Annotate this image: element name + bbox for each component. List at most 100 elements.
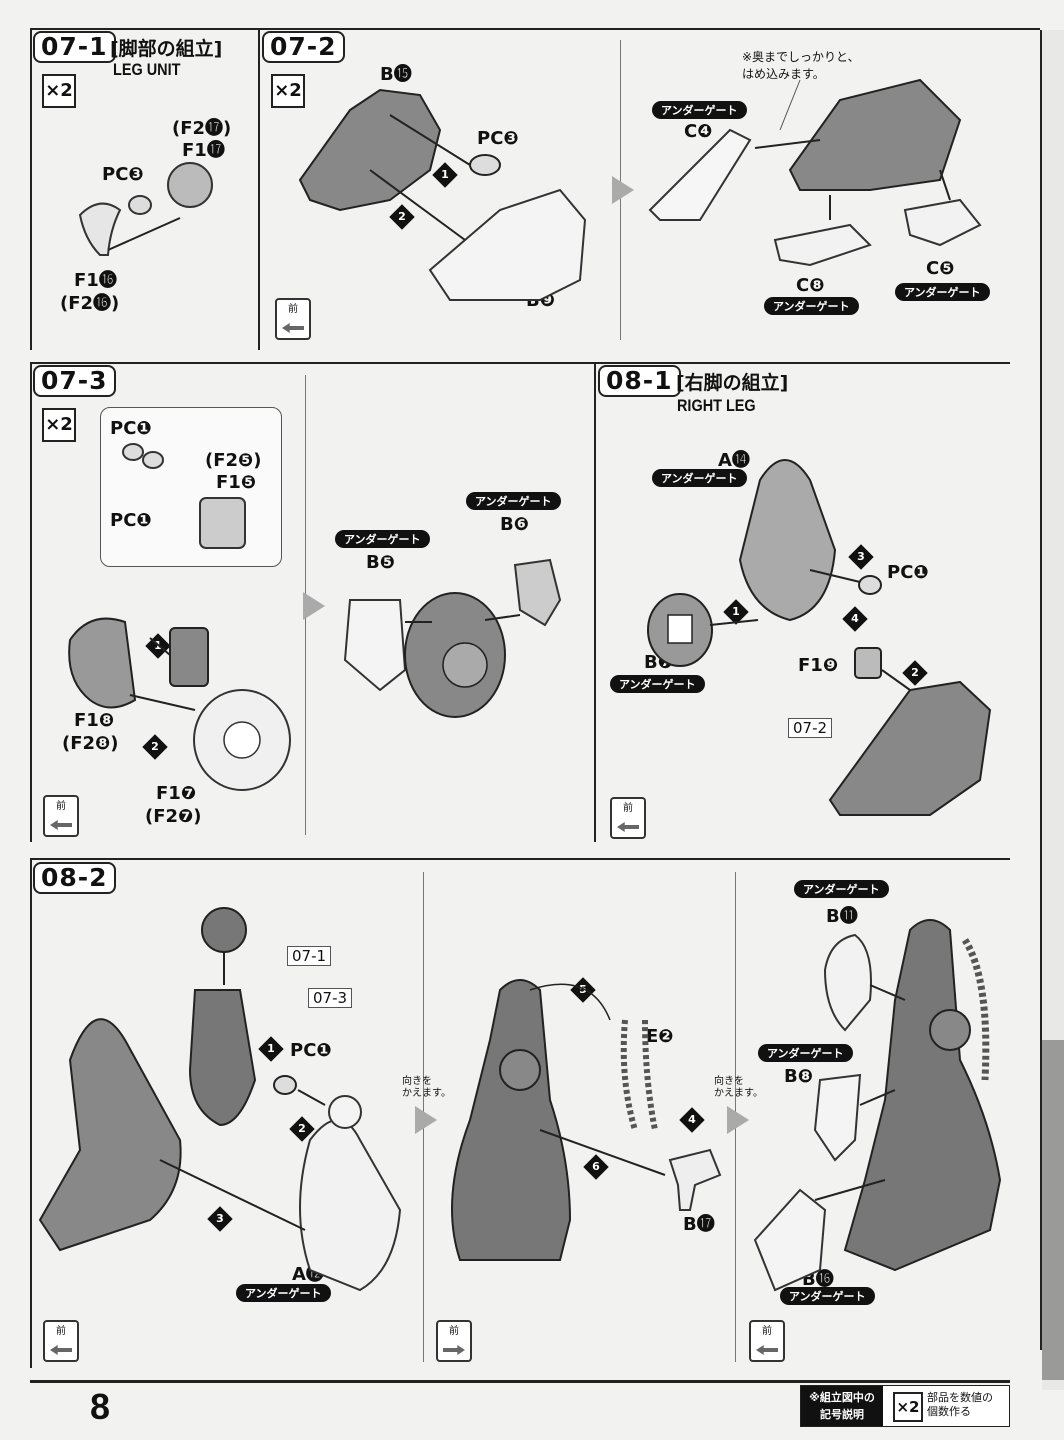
part-b5 [343, 599, 407, 692]
step-title-jp: [右脚の組立] [676, 372, 789, 394]
step-number: 07-2 [262, 31, 345, 63]
label-c4: C❹ [684, 121, 713, 142]
parts-illustration-08-2c [753, 919, 1002, 1292]
part-pc1-b [142, 451, 164, 469]
label-f2-17: (F2⓱) [172, 118, 232, 139]
part-c4 [648, 128, 752, 221]
step-number: 07-1 [33, 31, 116, 63]
parts-illustration-07-2b [648, 78, 982, 267]
step-title-jp: [脚部の組立] [110, 38, 223, 60]
row2-rule [30, 362, 1010, 364]
parts-illustration-08-2b [451, 979, 722, 1261]
label-pc1-b: PC❶ [110, 510, 152, 531]
parts-illustration-07-2a [298, 88, 587, 301]
label-b11: B⓫ [826, 906, 858, 927]
label-f1-7: F1❼ [156, 783, 197, 804]
front-orientation-icon: 前 [610, 797, 646, 839]
parts-illustration-07-3a [68, 443, 291, 791]
under-gate-badge-c4: アンダーゲート [652, 101, 747, 119]
part-pc3 [469, 154, 501, 176]
frame-left-1 [30, 30, 32, 350]
label-e2: E❷ [646, 1026, 674, 1047]
top-rule [30, 28, 1040, 30]
step-number: 07-3 [33, 365, 116, 397]
symbol-legend: ※組立図中の 記号説明 ×2 部品を数値の 個数作る [800, 1385, 1010, 1427]
part-a12 [299, 1119, 402, 1292]
label-c5: C❺ [926, 258, 955, 279]
front-orientation-icon-3: 前 [749, 1320, 785, 1362]
parts-illustration-08-1 [647, 459, 992, 816]
step-number: 08-1 [598, 365, 681, 397]
legend-quantity-badge: ×2 [893, 1392, 923, 1422]
label-b15: B⓯ [380, 64, 412, 85]
frame-mid-2 [594, 362, 596, 842]
next-arrow-2 [727, 1106, 749, 1134]
label-b8: B❽ [784, 1066, 813, 1087]
next-arrow [612, 176, 634, 204]
label-pc1-a: PC❶ [110, 418, 152, 439]
part-pc1-a [122, 443, 144, 461]
part-f1-17 [167, 162, 213, 208]
quantity-badge: ×2 [42, 74, 76, 108]
part-c5 [903, 198, 982, 247]
part-a14 [738, 459, 837, 622]
part-pc1 [858, 575, 882, 595]
label-f1-9: F1❾ [798, 655, 839, 676]
part-b11 [823, 933, 872, 1032]
label-c8: C❽ [796, 275, 825, 296]
part-f1-16 [78, 202, 122, 256]
part-right-leg-assembled [843, 919, 1002, 1272]
part-a12-ball [328, 1095, 362, 1129]
frame-left-2 [30, 362, 32, 842]
label-f2-5: (F2❺) [205, 450, 262, 471]
part-b15 [298, 88, 442, 212]
label-a14: A⓮ [718, 450, 750, 471]
label-f1-16: F1⓰ [74, 270, 117, 291]
part-f1-8 [68, 617, 137, 709]
part-b6 [513, 558, 562, 627]
label-b5: B❺ [366, 552, 395, 573]
part-pc3 [128, 195, 152, 215]
label-b17: B⓱ [683, 1214, 715, 1235]
next-page-image-fragment [1042, 1040, 1064, 1380]
legend-quantity-desc: 部品を数値の 個数作る [927, 1391, 993, 1418]
assembly-arrow [107, 217, 181, 251]
quantity-badge: ×2 [271, 74, 305, 108]
part-f1-5 [199, 497, 246, 549]
page-number: 8 [90, 1386, 111, 1427]
part-b17 [668, 1148, 722, 1211]
label-pc1: PC❶ [887, 562, 929, 583]
label-pc3: PC❸ [102, 164, 144, 185]
frame-mid-1 [258, 30, 260, 350]
part-e2-cable-b [642, 1019, 658, 1131]
part-pc1 [273, 1075, 297, 1095]
label-pc1: PC❶ [290, 1040, 332, 1061]
label-f2-8: (F2❽) [62, 733, 119, 754]
label-f1-5: F1❺ [216, 472, 257, 493]
step-number: 08-2 [33, 862, 116, 894]
reference-07-2: 07-2 [788, 718, 833, 738]
part-f1-9 [854, 647, 882, 679]
part-b16 [753, 1188, 827, 1292]
label-f1-17: F1⓱ [182, 140, 225, 161]
step-title-en: LEG UNIT [113, 60, 181, 79]
part-07-3-hip [188, 989, 257, 1127]
front-orientation-icon: 前 [275, 298, 311, 340]
part-assembled-leg [788, 78, 962, 191]
part-leg-unit [828, 680, 992, 816]
row3-rule [30, 858, 1010, 860]
part-leg-back [451, 979, 572, 1261]
next-arrow [303, 592, 325, 620]
under-gate-badge-b11: アンダーゲート [794, 880, 889, 898]
frame-right-edge [1040, 30, 1042, 1350]
part-e2-cable [620, 1019, 638, 1131]
under-gate-badge-b16: アンダーゲート [780, 1287, 875, 1305]
parts-illustration-08-2a [38, 907, 402, 1292]
under-gate-badge-a14: アンダーゲート [652, 469, 747, 487]
under-gate-badge-a12: アンダーゲート [236, 1284, 331, 1302]
detail-callout [100, 407, 282, 567]
legend-label: ※組立図中の 記号説明 [801, 1386, 883, 1426]
under-gate-badge-b7: アンダーゲート [610, 675, 705, 693]
under-gate-badge-b8: アンダーゲート [758, 1044, 853, 1062]
part-leg-frame [38, 1018, 182, 1252]
